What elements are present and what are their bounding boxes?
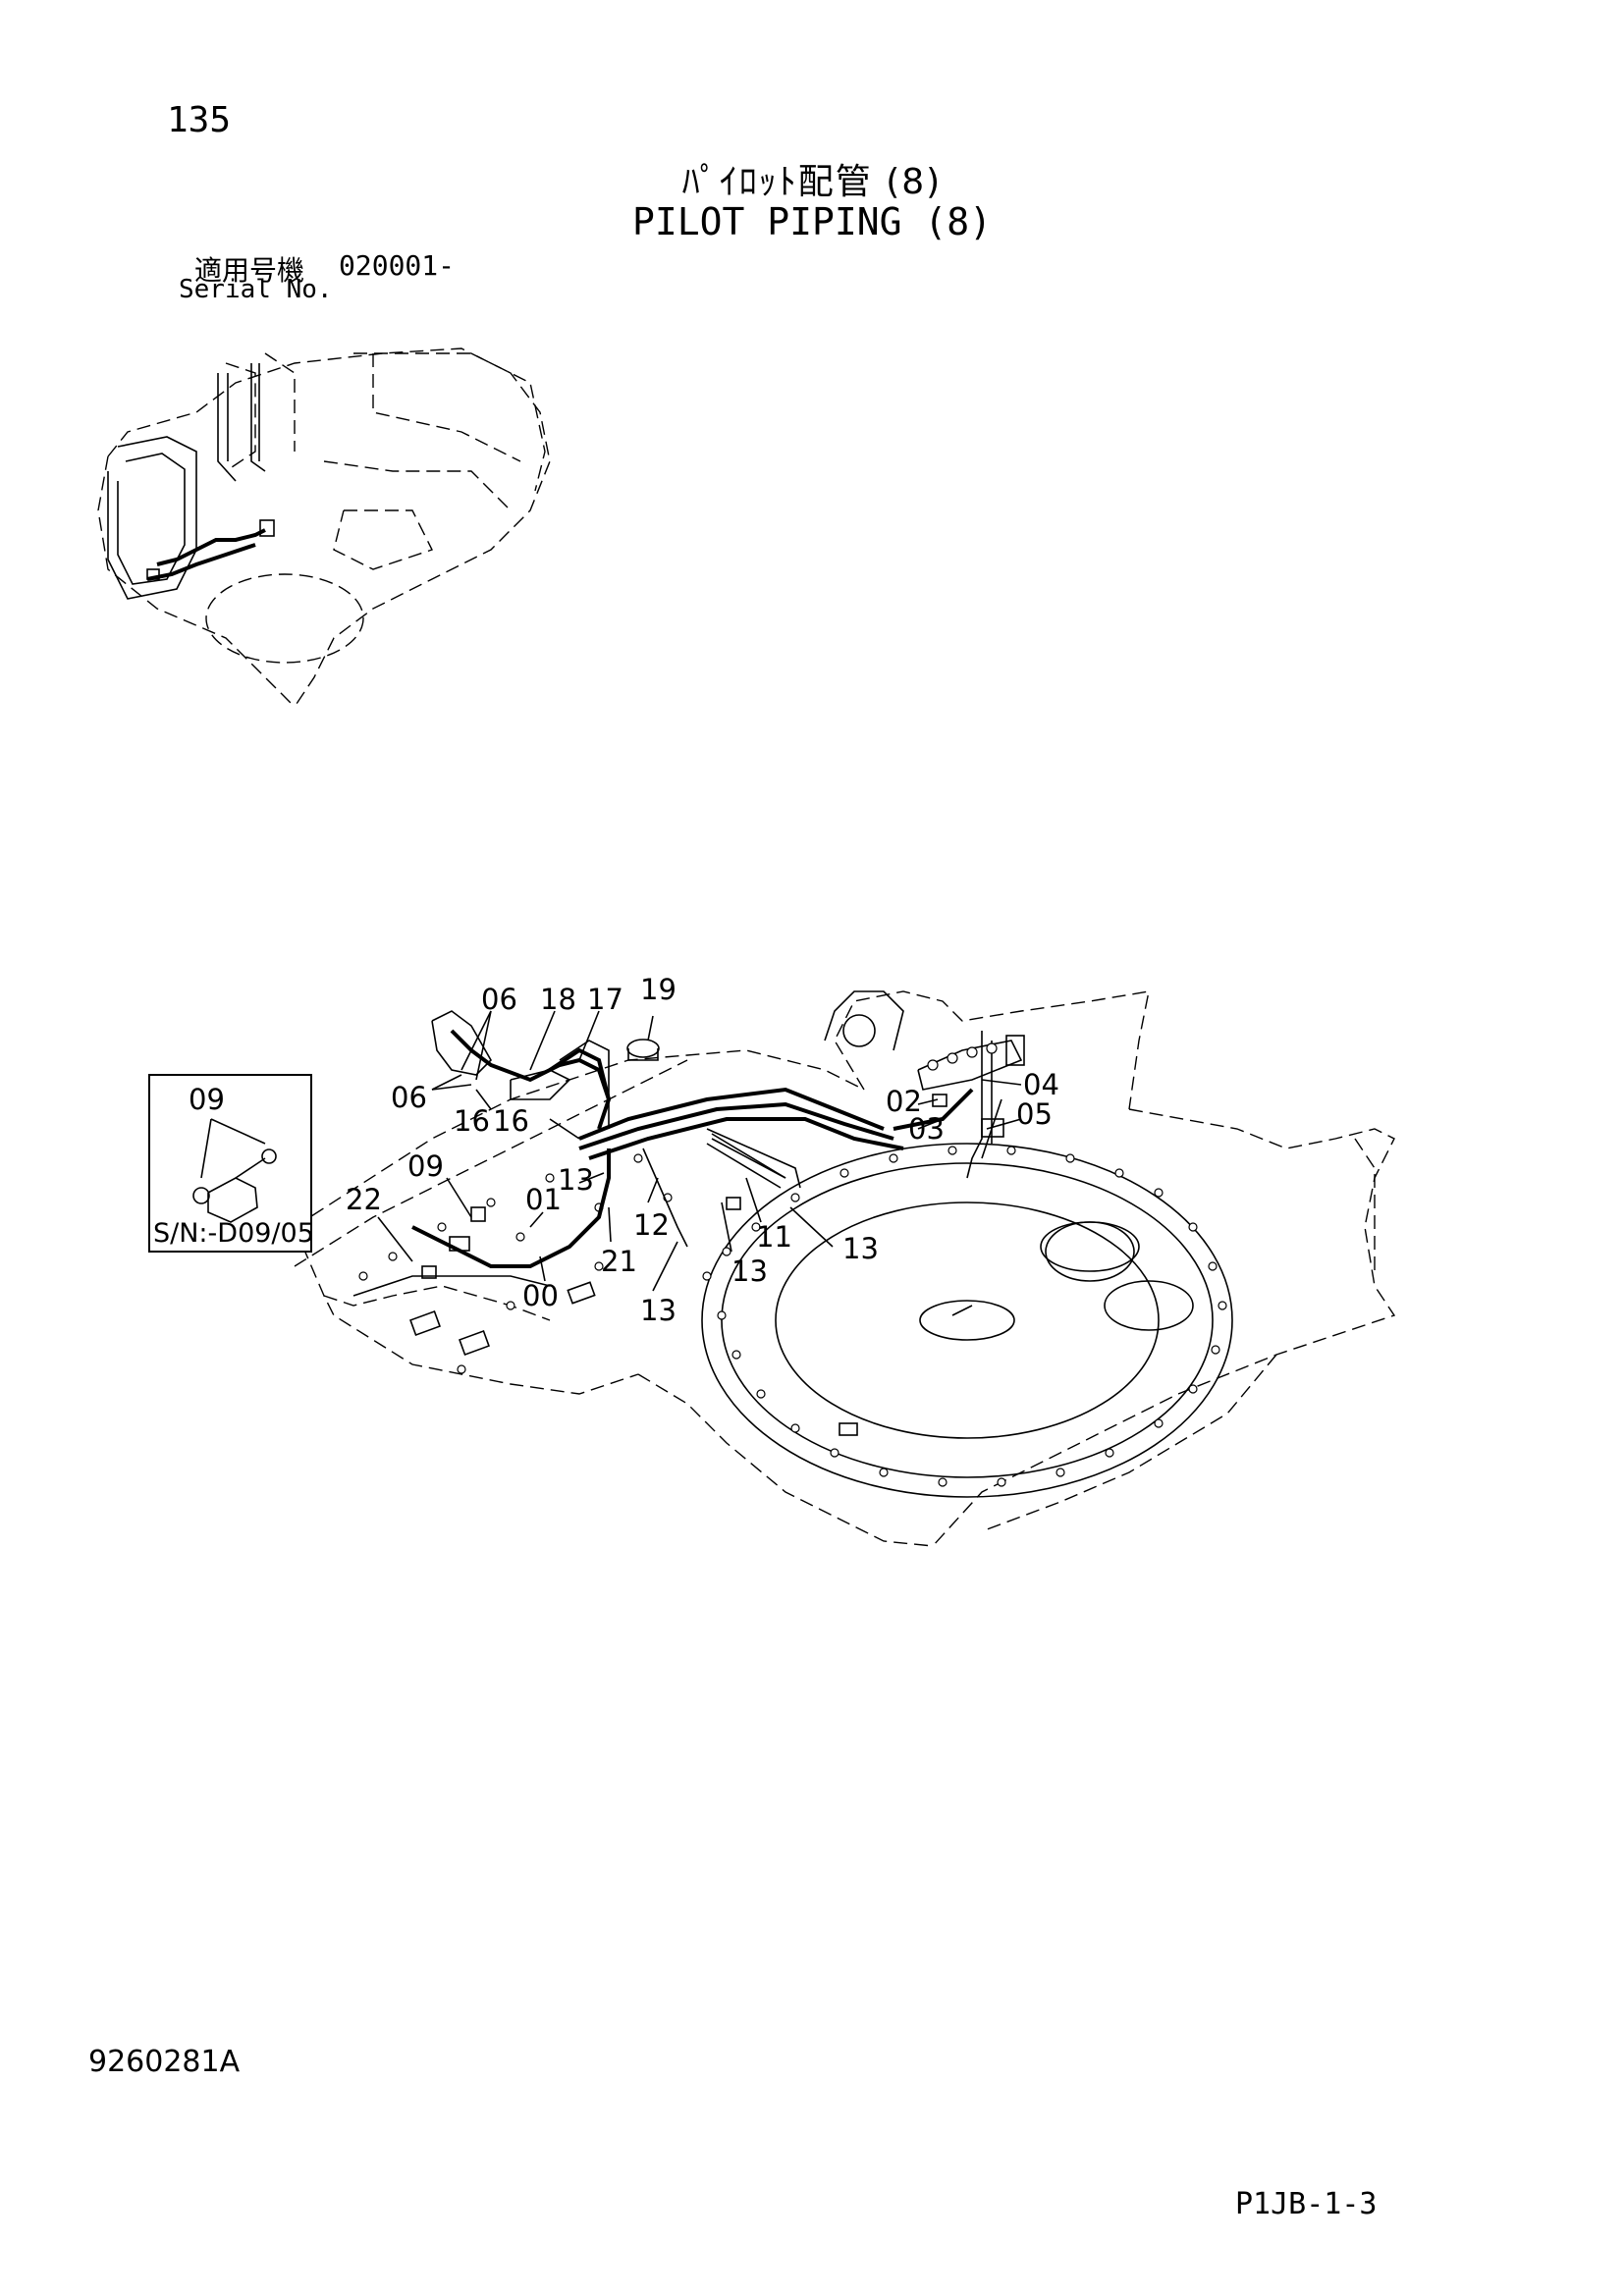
callout-12: 12 [633, 1208, 670, 1242]
inset-serial-note: S/N:-D09/05 [153, 1218, 314, 1249]
callout-06-left: 06 [391, 1081, 427, 1114]
callout-11: 11 [756, 1220, 792, 1254]
serial-label-japanese: 適用号機 [194, 254, 305, 287]
callout-13-lower: 13 [640, 1294, 677, 1327]
deck-plate [294, 1059, 688, 1374]
components [421, 990, 1025, 1279]
title-japanese: ﾊﾟｲﾛｯﾄ配管 (8) [681, 162, 943, 202]
callout-22: 22 [346, 1183, 382, 1216]
swing-circle [701, 1143, 1233, 1498]
serial-label-english: Serial No. [179, 275, 333, 304]
frame-outline [294, 990, 1396, 1547]
callout-03: 03 [908, 1112, 945, 1146]
pilot-hoses [411, 1029, 1002, 1268]
callout-00: 00 [522, 1279, 559, 1312]
overview-machine-outline [97, 347, 551, 708]
serial-number-value: 020001- [339, 249, 456, 282]
callout-19: 19 [640, 973, 677, 1006]
callout-labels: 06 18 17 19 06 16 16 09 22 01 13 12 21 0… [153, 973, 1059, 1327]
callout-06-top: 06 [481, 983, 517, 1016]
callout-18: 18 [540, 983, 576, 1016]
callout-16-left: 16 [454, 1104, 490, 1138]
page-number: 135 [167, 100, 232, 140]
bolt-holes [702, 1146, 1227, 1487]
callout-17: 17 [587, 983, 623, 1016]
callout-02: 02 [886, 1085, 922, 1118]
inset-callout-09: 09 [189, 1083, 225, 1116]
drawing-code: 9260281A [88, 2045, 241, 2079]
callout-09: 09 [407, 1149, 444, 1183]
inset-detail [148, 1074, 312, 1253]
callout-04: 04 [1023, 1068, 1059, 1101]
callout-13-upper: 13 [558, 1163, 594, 1197]
callout-16-right: 16 [493, 1104, 529, 1138]
sheet-code: P1JB-1-3 [1235, 2187, 1378, 2221]
title-english: PILOT PIPING (8) [631, 200, 993, 243]
callout-13-center: 13 [731, 1255, 768, 1288]
leader-lines [377, 1010, 1022, 1292]
callout-21: 21 [601, 1245, 637, 1278]
callout-01: 01 [525, 1183, 562, 1216]
callout-13-right: 13 [842, 1232, 879, 1265]
callout-05: 05 [1016, 1097, 1053, 1131]
